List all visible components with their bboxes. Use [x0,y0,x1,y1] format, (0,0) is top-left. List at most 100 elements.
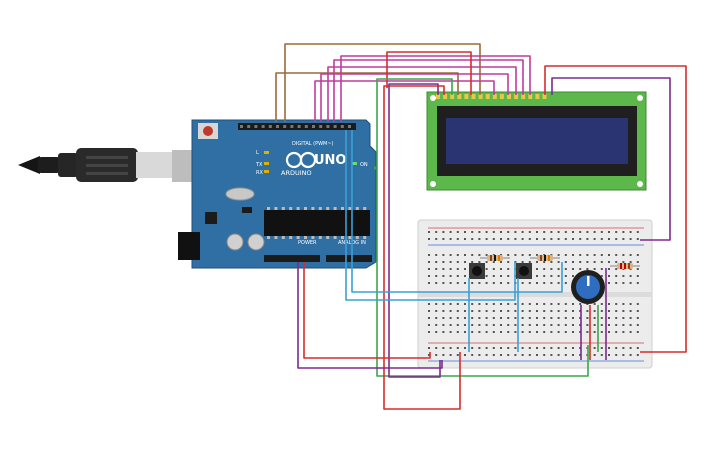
bb-hole[interactable] [485,238,488,240]
bb-hole[interactable] [622,324,625,326]
bb-hole[interactable] [586,310,589,312]
bb-hole[interactable] [557,310,560,312]
bb-hole[interactable] [492,261,495,263]
bb-hole[interactable] [485,282,488,284]
bb-hole[interactable] [492,324,495,326]
bb-hole[interactable] [492,268,495,270]
bb-hole[interactable] [428,324,430,326]
bb-hole[interactable] [622,354,625,356]
bb-hole[interactable] [428,303,430,305]
bb-hole[interactable] [485,354,488,356]
bb-hole[interactable] [449,238,452,240]
bb-hole[interactable] [636,282,639,284]
bb-hole[interactable] [492,303,495,305]
lcd-pin[interactable] [521,94,526,99]
usb-cable[interactable] [18,148,202,182]
bb-hole[interactable] [543,231,546,233]
bb-hole[interactable] [593,261,596,263]
bb-hole[interactable] [435,347,438,349]
bb-hole[interactable] [622,261,625,263]
bb-hole[interactable] [492,231,495,233]
bb-hole[interactable] [600,238,603,240]
bb-hole[interactable] [579,303,582,305]
bb-hole[interactable] [435,331,438,333]
bb-hole[interactable] [507,261,510,263]
bb-hole[interactable] [464,238,466,240]
bb-hole[interactable] [435,324,438,326]
bb-hole[interactable] [543,331,546,333]
bb-hole[interactable] [550,317,553,319]
bb-hole[interactable] [442,317,445,319]
bb-hole[interactable] [478,317,481,319]
bb-hole[interactable] [478,324,481,326]
bb-hole[interactable] [521,261,524,263]
bb-hole[interactable] [622,231,625,233]
bb-hole[interactable] [543,268,546,270]
bb-hole[interactable] [514,238,517,240]
bb-hole[interactable] [521,254,524,256]
bb-hole[interactable] [593,238,596,240]
bb-hole[interactable] [608,310,610,312]
bb-hole[interactable] [608,303,610,305]
bb-hole[interactable] [507,354,510,356]
header-pin[interactable] [240,125,243,128]
bb-hole[interactable] [608,347,610,349]
bb-hole[interactable] [442,282,445,284]
bb-hole[interactable] [478,303,481,305]
bb-hole[interactable] [492,331,495,333]
bb-hole[interactable] [536,303,538,305]
bb-hole[interactable] [528,347,531,349]
lcd-pin[interactable] [464,94,469,99]
bb-hole[interactable] [543,324,546,326]
bb-hole[interactable] [593,354,596,356]
bb-hole[interactable] [543,261,546,263]
bb-hole[interactable] [521,354,524,356]
bb-hole[interactable] [600,254,603,256]
bb-hole[interactable] [464,317,466,319]
bb-hole[interactable] [507,238,510,240]
lcd-pin[interactable] [450,94,455,99]
bb-hole[interactable] [543,354,546,356]
bb-hole[interactable] [514,354,517,356]
bb-hole[interactable] [536,282,538,284]
bb-hole[interactable] [485,347,488,349]
bb-hole[interactable] [500,282,502,284]
bb-hole[interactable] [629,303,632,305]
bb-hole[interactable] [608,331,610,333]
bb-hole[interactable] [435,354,438,356]
bb-hole[interactable] [536,354,538,356]
lcd-pin[interactable] [542,94,547,99]
bb-hole[interactable] [608,231,610,233]
bb-hole[interactable] [550,310,553,312]
bb-hole[interactable] [608,254,610,256]
bb-hole[interactable] [442,324,445,326]
bb-hole[interactable] [464,275,466,277]
bb-hole[interactable] [521,231,524,233]
bb-hole[interactable] [471,317,474,319]
bb-hole[interactable] [456,268,459,270]
bb-hole[interactable] [521,317,524,319]
bb-hole[interactable] [478,231,481,233]
bb-hole[interactable] [629,310,632,312]
bb-hole[interactable] [629,331,632,333]
bb-hole[interactable] [636,268,639,270]
bb-hole[interactable] [536,310,538,312]
bb-hole[interactable] [428,354,430,356]
bb-hole[interactable] [622,282,625,284]
bb-hole[interactable] [442,261,445,263]
bb-hole[interactable] [600,347,603,349]
bb-hole[interactable] [456,324,459,326]
bb-hole[interactable] [507,331,510,333]
bb-hole[interactable] [500,347,502,349]
bb-hole[interactable] [449,275,452,277]
bb-hole[interactable] [478,254,481,256]
bb-hole[interactable] [615,275,618,277]
bb-hole[interactable] [615,354,618,356]
bb-hole[interactable] [478,347,481,349]
lcd-pin[interactable] [507,94,511,99]
bb-hole[interactable] [579,231,582,233]
header-pin[interactable] [283,125,287,128]
bb-hole[interactable] [593,231,596,233]
bb-hole[interactable] [593,324,596,326]
bb-hole[interactable] [456,354,459,356]
